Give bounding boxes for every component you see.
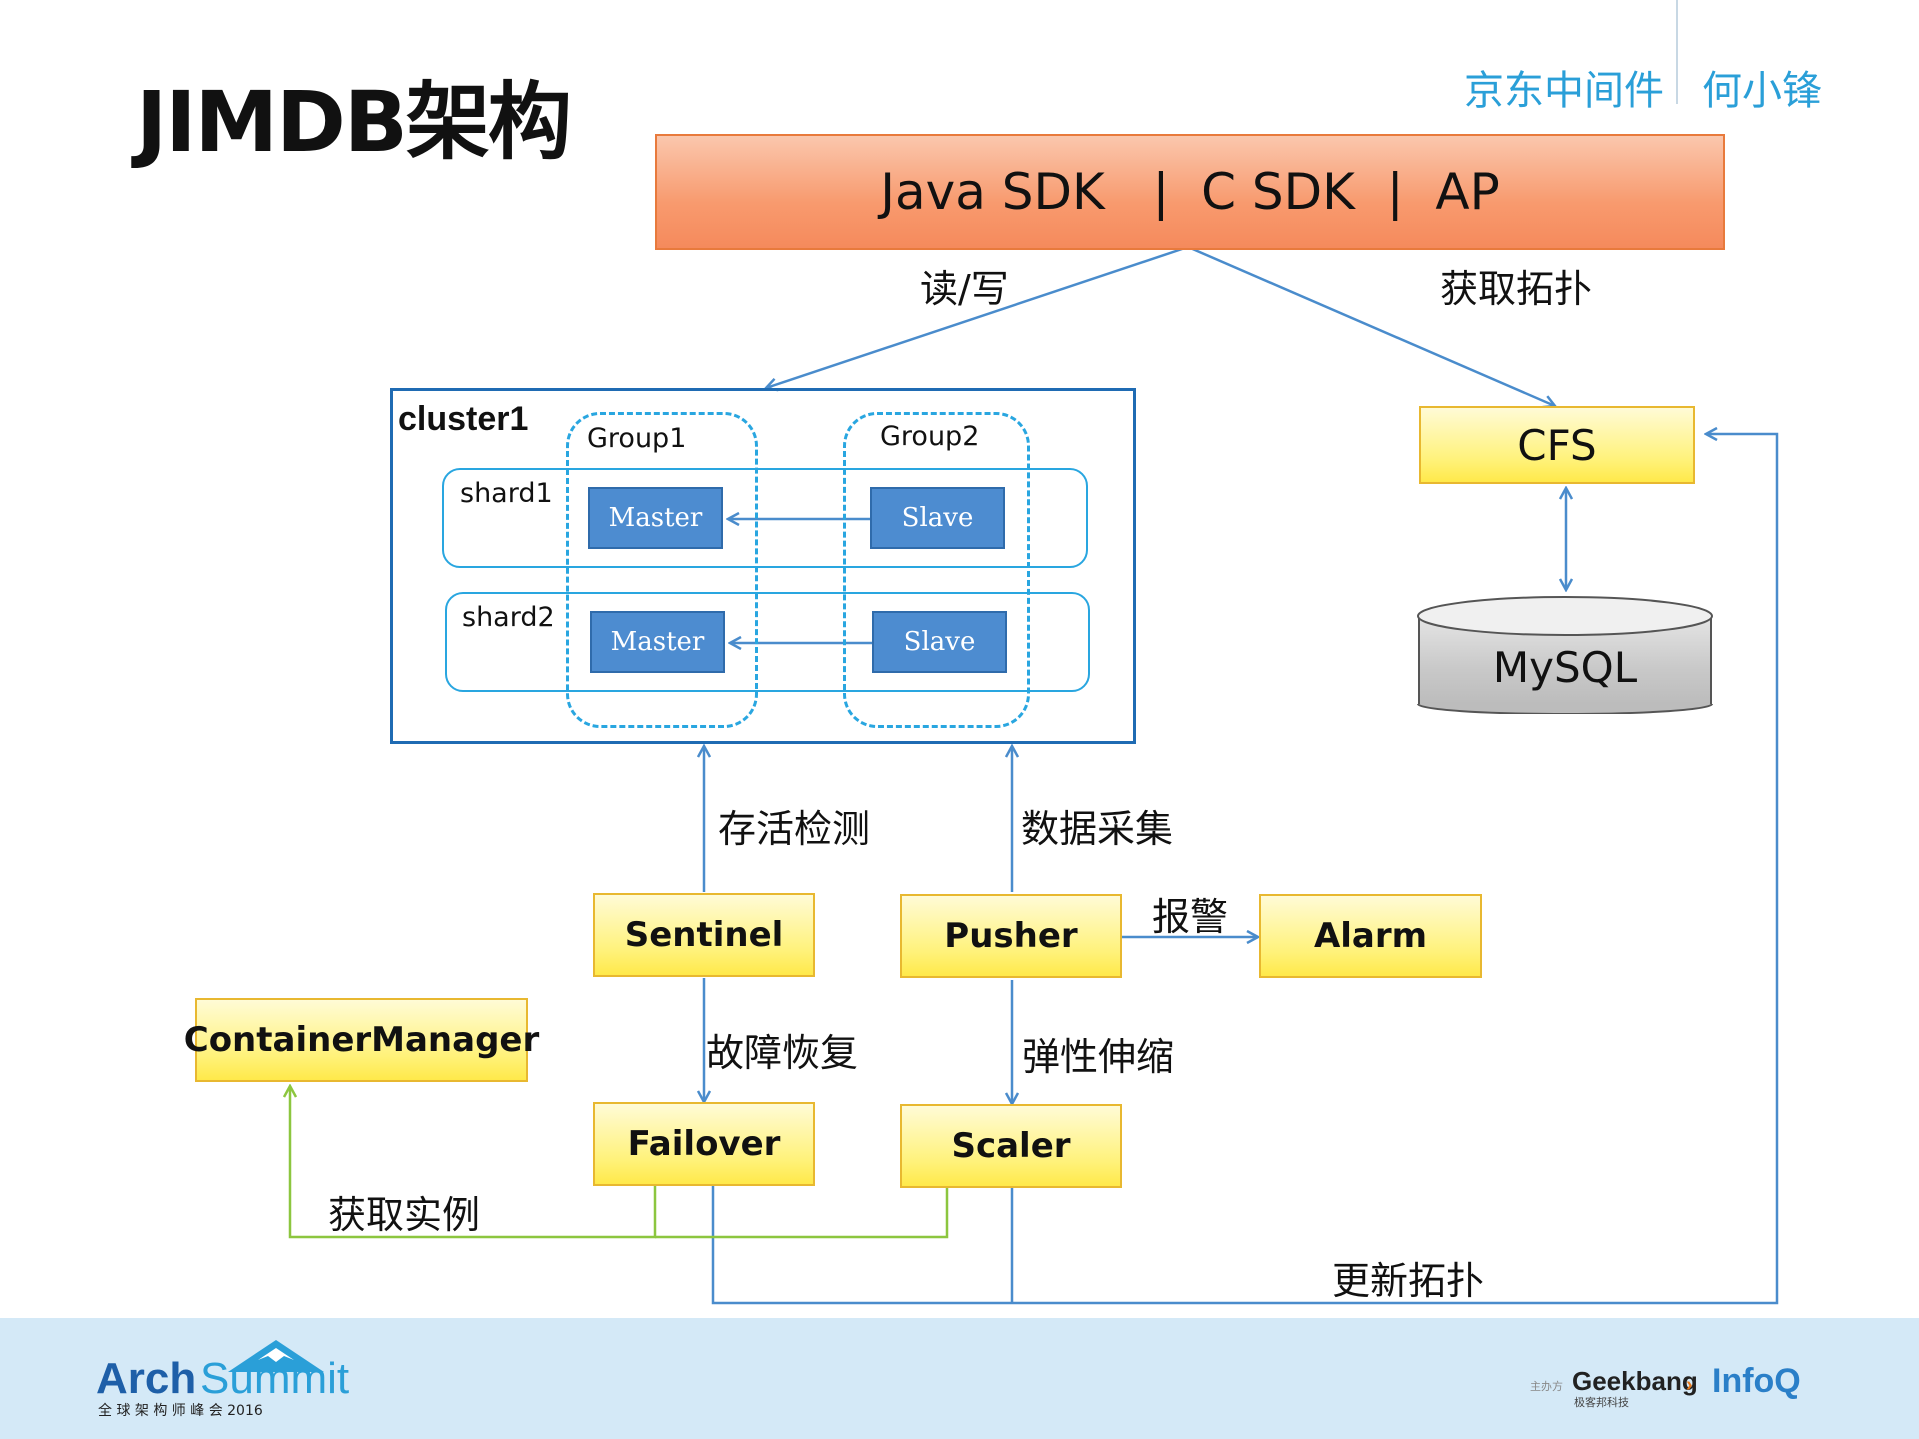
group2-label: Group2 [880,421,980,452]
label-data-collect: 数据采集 [1021,807,1174,851]
cluster-box [390,388,1136,744]
label-get-topology: 获取拓扑 [1440,267,1593,311]
sdk-bar: Java SDK | C SDK | AP [655,134,1725,250]
failover-box: Failover [593,1102,815,1186]
arrow-get-topology [1187,245,1555,406]
archsummit-logo-summit: Summit [200,1354,350,1403]
arrow-get-instance [290,1086,657,1239]
infoq-logo: InfoQ [1712,1362,1801,1400]
header-divider [1676,0,1678,104]
pusher-box: Pusher [900,894,1122,978]
shard1-box [442,468,1088,568]
arrow-update-topology [711,434,1779,1305]
header-author: 何小锋 [1702,68,1822,114]
archsummit-logo-sub: 全 球 架 构 师 峰 会 2016 [98,1403,263,1419]
header-company: 京东中间件 [1464,68,1664,114]
master-node-shard1: Master [588,487,723,549]
label-update-topology: 更新拓扑 [1332,1259,1485,1303]
slave-node-shard2: Slave [872,611,1007,673]
alarm-box: Alarm [1259,894,1482,978]
mysql-label: MySQL [1492,642,1638,692]
master-node-shard2: Master [590,611,725,673]
slide-title: JIMDB架构 [136,73,572,171]
slave-node-shard1: Slave [870,487,1005,549]
sponsor-tag: 主办方 [1530,1380,1563,1393]
footer-bar [0,1318,1919,1439]
scaler-box: Scaler [900,1104,1122,1188]
shard2-label: shard2 [462,602,555,633]
sentinel-box: Sentinel [593,893,815,977]
group1-box [566,412,758,728]
archsummit-mountain-icon [228,1340,324,1372]
shard2-box [445,592,1090,692]
geekbang-chevron-icon: › [1686,1374,1693,1396]
label-liveness: 存活检测 [718,807,871,851]
group1-label: Group1 [587,423,687,454]
shard1-label: shard1 [460,478,553,509]
mysql-cylinder-caps [1417,596,1713,714]
label-read-write: 读/写 [920,267,1009,311]
archsummit-logo-arch: Arch [96,1354,197,1403]
arrow-read-write [766,245,1189,388]
label-alert: 报警 [1152,895,1229,939]
line-scaler-instance [655,1188,949,1239]
cluster-label: cluster1 [398,400,529,438]
label-elastic-scaling: 弹性伸缩 [1022,1035,1175,1079]
group2-box [843,412,1030,728]
geekbang-sub: 极客邦科技 [1574,1396,1629,1409]
label-get-instance: 获取实例 [328,1193,481,1237]
cfs-box: CFS [1419,406,1695,484]
container-manager-box: ContainerManager [184,998,539,1082]
label-fault-recovery: 故障恢复 [706,1031,859,1075]
geekbang-logo: Geekbang [1572,1366,1698,1396]
